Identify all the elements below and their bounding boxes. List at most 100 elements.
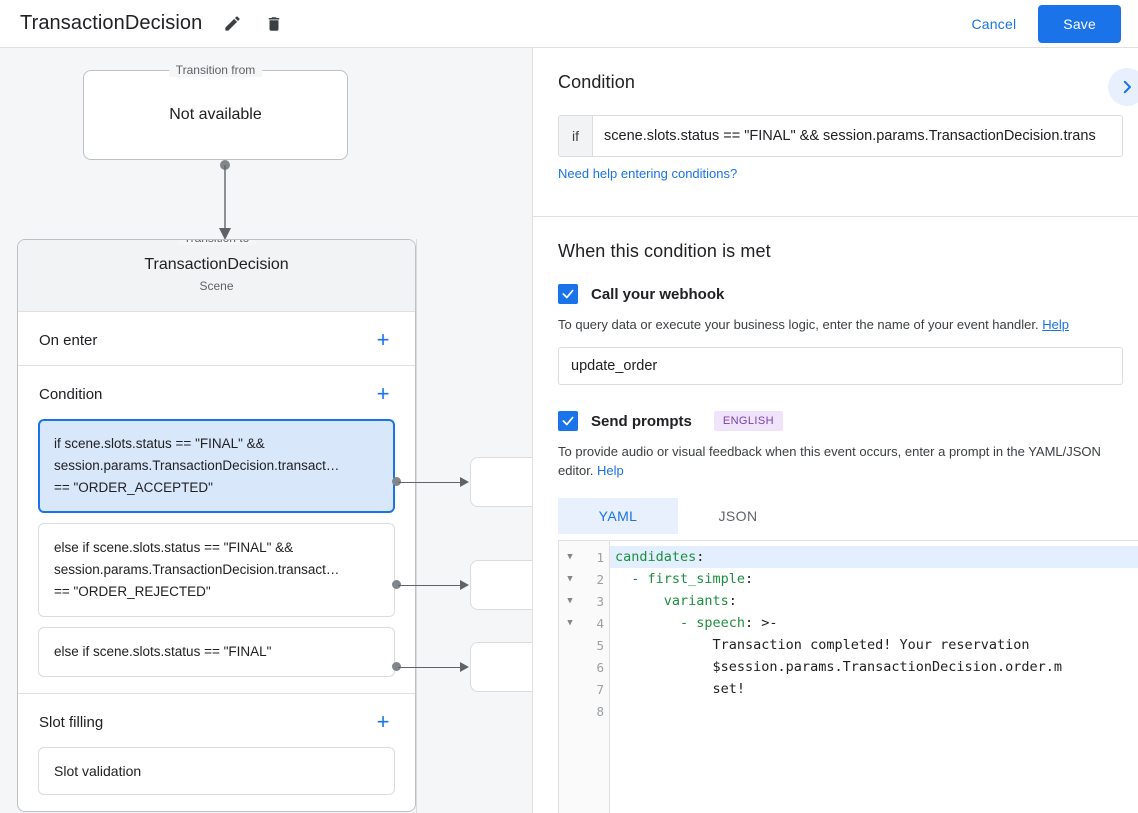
event-handler-input[interactable] <box>558 347 1123 385</box>
editor-code-line: candidates: <box>610 546 1138 568</box>
connector-dot-1 <box>392 580 401 589</box>
prompts-description-text: To provide audio or visual feedback when… <box>558 444 1101 478</box>
scene-card: Transition to TransactionDecision Scene … <box>17 239 416 812</box>
condition-item-1-line-0: else if scene.slots.status == "FINAL" && <box>54 540 294 555</box>
condition-item-0-line-2: == "ORDER_ACCEPTED" <box>54 480 213 495</box>
slot-validation-item[interactable]: Slot validation <box>38 747 395 795</box>
transition-from-box: Transition from Not available <box>83 63 348 160</box>
section-slot-filling-title: Slot filling <box>39 713 104 731</box>
editor-gutter-row: 7 <box>559 678 609 700</box>
call-webhook-row: Call your webhook <box>558 284 1138 304</box>
add-on-enter-button[interactable]: + <box>376 327 390 352</box>
editor-line-number: 7 <box>596 681 604 697</box>
section-on-enter: On enter + <box>18 312 415 366</box>
condition-section: Condition if Need help entering conditio… <box>533 48 1138 217</box>
yaml-value: set! <box>615 681 746 697</box>
condition-input[interactable] <box>593 116 1122 156</box>
canvas-vertical-rule <box>416 239 417 813</box>
editor-line-number: 6 <box>596 659 604 675</box>
editor-gutter-row: ▼2 <box>559 568 609 590</box>
cancel-button[interactable]: Cancel <box>956 7 1033 41</box>
fold-arrow-icon[interactable]: ▼ <box>567 596 573 606</box>
connector-dot-0 <box>392 477 401 486</box>
connector-line-2 <box>398 667 462 668</box>
connector-arrowhead-1 <box>460 580 469 590</box>
editor-line-number: 4 <box>596 615 604 631</box>
add-slot-filling-button[interactable]: + <box>376 709 390 734</box>
tab-yaml[interactable]: YAML <box>558 498 678 534</box>
trash-icon[interactable] <box>262 12 286 36</box>
section-slot-filling: Slot filling + Slot validation <box>18 694 415 811</box>
canvas-content: Transition from Not available Transition… <box>0 48 532 813</box>
yaml-value: Transaction completed! Your reservation <box>615 637 1030 653</box>
editor-line-number: 1 <box>596 549 604 565</box>
editor-code-line: set! <box>610 678 1138 700</box>
condition-item-0[interactable]: if scene.slots.status == "FINAL" && sess… <box>38 419 395 513</box>
target-stub-0[interactable] <box>470 457 532 507</box>
yaml-key: - first_simple <box>615 571 746 587</box>
fold-arrow-icon[interactable]: ▼ <box>567 552 573 562</box>
connector-arrow-down <box>219 160 231 240</box>
condition-item-2[interactable]: else if scene.slots.status == "FINAL" <box>38 627 395 677</box>
top-bar: TransactionDecision Cancel Save <box>0 0 1138 48</box>
call-webhook-label: Call your webhook <box>591 285 725 303</box>
condition-item-1-line-1: session.params.TransactionDecision.trans… <box>54 562 340 577</box>
target-stub-1[interactable] <box>470 560 532 610</box>
yaml-value: : >- <box>745 615 778 631</box>
connector-arrowhead-2 <box>460 662 469 672</box>
section-condition: Condition + if scene.slots.status == "FI… <box>18 366 415 694</box>
pencil-icon[interactable] <box>220 12 244 36</box>
editor-gutter-row: ▼1 <box>559 546 609 568</box>
editor-gutter-row: 5 <box>559 634 609 656</box>
target-stub-2[interactable] <box>470 642 532 692</box>
condition-item-0-line-0: if scene.slots.status == "FINAL" && <box>54 436 265 451</box>
need-help-conditions-link[interactable]: Need help entering conditions? <box>558 166 738 181</box>
section-on-enter-header: On enter + <box>18 312 415 365</box>
tab-json[interactable]: JSON <box>718 508 758 524</box>
condition-if-label: if <box>559 116 593 156</box>
transition-from-value: Not available <box>169 106 262 123</box>
send-prompts-checkbox[interactable] <box>558 411 578 431</box>
scene-name: TransactionDecision <box>144 256 289 273</box>
condition-item-2-line-0: else if scene.slots.status == "FINAL" <box>54 644 272 659</box>
editor-code-area[interactable]: candidates: - first_simple: variants: - … <box>610 541 1138 813</box>
call-webhook-checkbox[interactable] <box>558 284 578 304</box>
connector-dot-2 <box>392 662 401 671</box>
editor-gutter-row: ▼4 <box>559 612 609 634</box>
add-condition-button[interactable]: + <box>376 381 390 406</box>
editor-line-number: 8 <box>596 703 604 719</box>
webhook-description-text: To query data or execute your business l… <box>558 317 1039 332</box>
chevron-right-icon[interactable] <box>1108 68 1138 106</box>
condition-item-1[interactable]: else if scene.slots.status == "FINAL" &&… <box>38 523 395 617</box>
yaml-key: - speech <box>615 615 746 631</box>
condition-item-0-line-1: session.params.TransactionDecision.trans… <box>54 458 340 473</box>
editor-format-tabs: YAML JSON <box>558 498 1138 534</box>
scene-graph-canvas[interactable]: Transition from Not available Transition… <box>0 48 532 813</box>
scene-type: Scene <box>199 279 234 293</box>
fold-arrow-icon[interactable]: ▼ <box>567 618 573 628</box>
yaml-value: : <box>745 571 754 587</box>
details-panel: Condition if Need help entering conditio… <box>532 48 1138 813</box>
page-title: TransactionDecision <box>20 12 203 34</box>
connector-line-0 <box>398 482 462 483</box>
slot-filling-list: Slot validation <box>18 747 415 811</box>
editor-line-number: 5 <box>596 637 604 653</box>
save-button[interactable]: Save <box>1038 4 1121 43</box>
prompts-description: To provide audio or visual feedback when… <box>558 442 1128 480</box>
yaml-value: $session.params.TransactionDecision.orde… <box>615 659 1063 675</box>
when-condition-met-heading: When this condition is met <box>558 241 771 261</box>
transition-to-legend: Transition to <box>176 240 257 245</box>
editor-code-line: - speech: >- <box>610 612 1138 634</box>
prompts-help-link[interactable]: Help <box>597 463 624 478</box>
editor-code-line: $session.params.TransactionDecision.orde… <box>610 656 1138 678</box>
condition-list: if scene.slots.status == "FINAL" && sess… <box>18 419 415 693</box>
scene-card-header[interactable]: TransactionDecision Scene <box>18 240 415 312</box>
editor-line-number: 3 <box>596 593 604 609</box>
webhook-help-link[interactable]: Help <box>1042 317 1069 332</box>
fold-arrow-icon[interactable]: ▼ <box>567 574 573 584</box>
section-condition-title: Condition <box>39 385 103 403</box>
yaml-value: : <box>696 549 705 565</box>
